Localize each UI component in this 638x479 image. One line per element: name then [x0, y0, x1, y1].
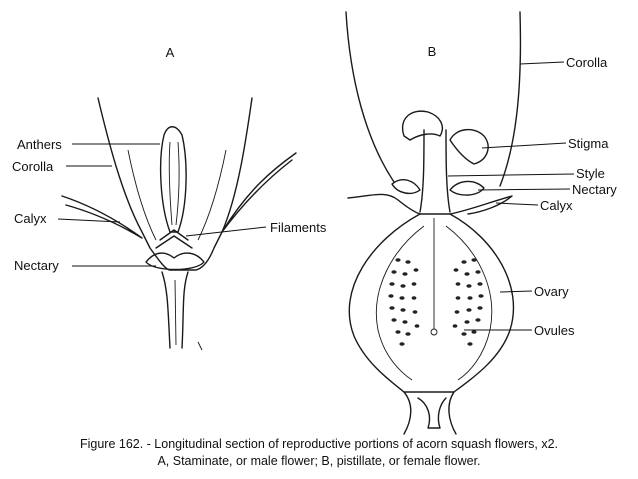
panel-label-b: B [428, 44, 437, 59]
leader-lines [57, 61, 575, 331]
label-ovules: Ovules [534, 323, 575, 338]
ovary-shape [348, 213, 515, 393]
caption-line-2: A, Staminate, or male flower; B, pistill… [157, 454, 481, 468]
label-corolla-b: Corolla [566, 55, 608, 70]
label-calyx-b: Calyx [540, 198, 573, 213]
pedicel-a [161, 271, 189, 349]
label-nectary-b: Nectary [572, 182, 617, 197]
ovules-shape [388, 258, 484, 346]
pistillate-flower-drawing [345, 11, 522, 435]
label-calyx-a: Calyx [14, 211, 47, 226]
label-stigma: Stigma [568, 136, 609, 151]
corolla-a-shape [97, 97, 253, 271]
pedicel-b [403, 391, 457, 435]
caption-line-1: Figure 162. - Longitudinal section of re… [79, 437, 559, 451]
nectary-b-shape [391, 179, 421, 195]
label-ovary: Ovary [534, 284, 569, 299]
nectary-a-shape [145, 252, 205, 271]
anthers-shape [159, 126, 187, 233]
calyx-a-left [61, 195, 143, 239]
label-filaments: Filaments [270, 220, 327, 235]
label-corolla-a: Corolla [12, 159, 54, 174]
label-anthers: Anthers [17, 137, 62, 152]
calyx-b-left [347, 193, 421, 215]
filaments-shape [155, 229, 193, 249]
label-nectary-a: Nectary [14, 258, 59, 273]
staminate-flower-drawing [61, 97, 297, 351]
panel-label-a: A [166, 45, 175, 60]
style-shape [419, 129, 451, 213]
stigma-shape [401, 110, 444, 141]
label-style: Style [576, 166, 605, 181]
figure-caption: Figure 162. - Longitudinal section of re… [0, 436, 638, 470]
calyx-b-right [449, 195, 513, 215]
corolla-b-shape [345, 11, 395, 183]
